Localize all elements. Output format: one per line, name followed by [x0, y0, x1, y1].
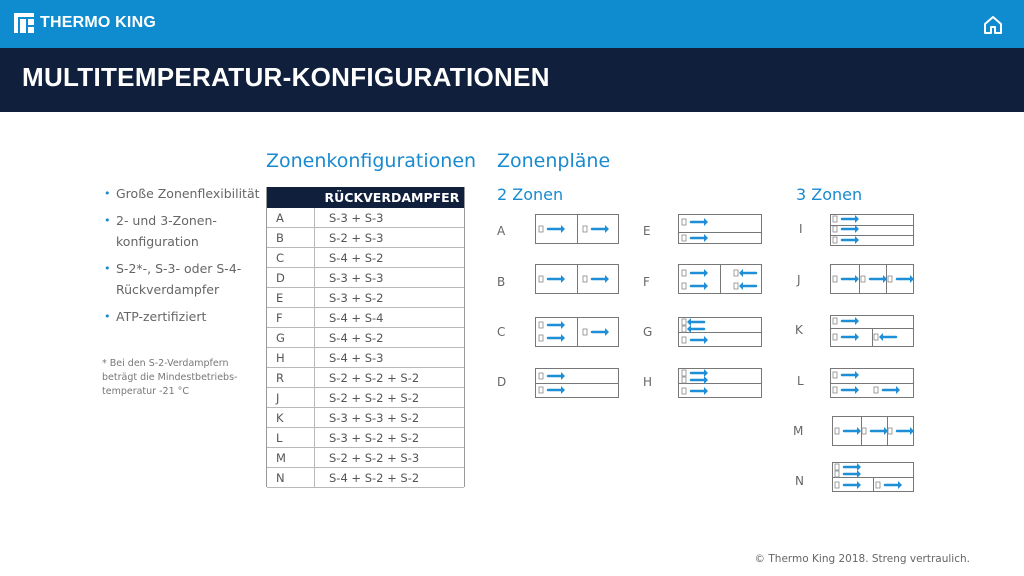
- two-zone-plan-label: H: [643, 375, 653, 389]
- zonenkonfigurationen-heading: Zonenkonfigurationen: [266, 150, 477, 172]
- two-zone-plan-label: D: [497, 375, 507, 389]
- home-icon[interactable]: [982, 14, 1004, 36]
- row-key: B: [267, 227, 315, 248]
- feature-item: ATP-zertifiziert: [104, 306, 264, 327]
- row-value: S-2 + S-2 + S-2: [314, 387, 464, 408]
- three-zone-plan-label: L: [797, 374, 804, 388]
- three-zone-plan-label: J: [797, 273, 801, 287]
- three-zone-plan-diagram: [830, 368, 914, 398]
- row-key: R: [267, 367, 315, 388]
- two-zone-plan-diagram: [678, 264, 762, 294]
- feature-item: 2- und 3-Zonen-konfiguration: [104, 210, 264, 252]
- row-value: S-4 + S-3: [314, 347, 464, 368]
- zonenplaene-heading: Zonenpläne: [497, 150, 611, 172]
- row-key: E: [267, 287, 315, 308]
- row-key: F: [267, 307, 315, 328]
- two-zone-plan-label: G: [643, 325, 653, 339]
- row-value: S-4 + S-4: [314, 307, 464, 328]
- three-zone-plan-diagram: [832, 462, 914, 492]
- two-zone-plan-label: A: [497, 224, 506, 238]
- row-value: S-2 + S-3: [314, 227, 464, 248]
- three-zone-plan-diagram: [830, 264, 914, 294]
- row-key: N: [267, 467, 315, 488]
- row-key: A: [267, 208, 315, 228]
- two-zone-plan-label: B: [497, 275, 506, 289]
- three-zone-plan-label: N: [795, 474, 804, 488]
- row-value: S-3 + S-2: [314, 287, 464, 308]
- three-zone-plan-diagram: [830, 214, 914, 246]
- two-zone-plan-label: F: [643, 275, 650, 289]
- row-value: S-2 + S-2 + S-2: [314, 367, 464, 388]
- table-header-key: [267, 187, 315, 208]
- brand-logo: THERMO KING: [14, 13, 156, 33]
- row-key: M: [267, 447, 315, 468]
- feature-item: S-2*-, S-3- oder S-4-Rückverdampfer: [104, 258, 264, 300]
- row-value: S-4 + S-2: [314, 247, 464, 268]
- three-zone-plan-diagram: [830, 315, 914, 347]
- row-key: C: [267, 247, 315, 268]
- row-key: G: [267, 327, 315, 348]
- page-title: MULTITEMPERATUR-KONFIGURATIONEN: [22, 62, 550, 92]
- two-zone-plan-diagram: [678, 317, 762, 347]
- two-zone-plan-diagram: [535, 317, 619, 347]
- three-zone-plan-label: I: [799, 222, 803, 236]
- title-bar: MULTITEMPERATUR-KONFIGURATIONEN: [0, 48, 1024, 112]
- three-zones-heading: 3 Zonen: [796, 185, 863, 204]
- row-key: H: [267, 347, 315, 368]
- row-value: S-4 + S-2 + S-2: [314, 467, 464, 488]
- three-zone-plan-label: K: [795, 323, 803, 337]
- three-zone-plan-label: M: [793, 424, 804, 438]
- row-key: D: [267, 267, 315, 288]
- brand-name: THERMO KING: [40, 14, 156, 31]
- row-value: S-4 + S-2: [314, 327, 464, 348]
- two-zone-plan-label: C: [497, 325, 506, 339]
- feature-list: Große Zonenflexibilität 2- und 3-Zonen-k…: [104, 183, 264, 333]
- row-key: K: [267, 407, 315, 428]
- row-value: S-3 + S-3 + S-2: [314, 407, 464, 428]
- two-zone-plan-diagram: [678, 214, 762, 244]
- table-header: RÜCKVERDAMPFER: [314, 187, 464, 208]
- row-value: S-3 + S-2 + S-2: [314, 427, 464, 448]
- two-zone-plan-diagram: [535, 368, 619, 398]
- row-key: J: [267, 387, 315, 408]
- row-value: S-2 + S-2 + S-3: [314, 447, 464, 468]
- two-zone-plan-diagram: [535, 264, 619, 294]
- feature-item: Große Zonenflexibilität: [104, 183, 264, 204]
- copyright-footer: © Thermo King 2018. Streng vertraulich.: [754, 553, 970, 565]
- two-zone-plan-diagram: [678, 368, 762, 398]
- three-zone-plan-diagram: [832, 416, 914, 446]
- thermo-king-logo-icon: [14, 13, 34, 33]
- top-bar: THERMO KING: [0, 0, 1024, 48]
- two-zone-plan-diagram: [535, 214, 619, 244]
- footnote: * Bei den S-2-Verdampfern beträgt die Mi…: [102, 358, 238, 397]
- row-value: S-3 + S-3: [314, 208, 464, 228]
- two-zone-plan-label: E: [643, 224, 651, 238]
- row-key: L: [267, 427, 315, 448]
- two-zones-heading: 2 Zonen: [497, 185, 564, 204]
- row-value: S-3 + S-3: [314, 267, 464, 288]
